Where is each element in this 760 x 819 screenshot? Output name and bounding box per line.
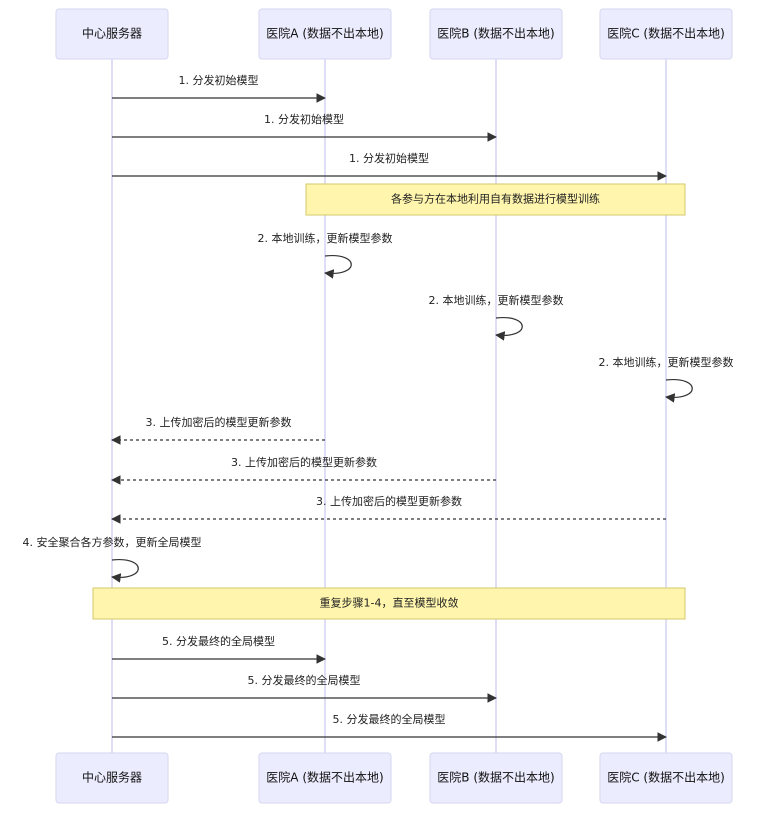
participant-b-bottom: 医院B (数据不出本地) xyxy=(429,752,563,804)
participant-box xyxy=(429,752,563,804)
messages: 1. 分发初始模型 1. 分发初始模型 1. 分发初始模型各参与方在本地利用自有数据… xyxy=(23,73,734,742)
participant-box xyxy=(599,752,733,804)
message-label: 2. 本地训练，更新模型参数 xyxy=(599,355,734,369)
message: 5. 分发最终的全局模型 xyxy=(112,634,326,664)
message: 2. 本地训练，更新模型参数 xyxy=(258,231,393,279)
participant-a-top: 医院A (数据不出本地) xyxy=(258,8,392,60)
note: 各参与方在本地利用自有数据进行模型训练 xyxy=(305,183,686,216)
self-message-arrow xyxy=(111,559,139,583)
message-label: 1. 分发初始模型 xyxy=(179,73,259,87)
participant-label: 医院B (数据不出本地) xyxy=(437,26,554,41)
message-label: 4. 安全聚合各方参数，更新全局模型 xyxy=(23,535,202,549)
participant-label: 医院A (数据不出本地) xyxy=(266,770,383,785)
message: 4. 安全聚合各方参数，更新全局模型 xyxy=(23,535,202,583)
message-label: 1. 分发初始模型 xyxy=(264,112,344,126)
participant-label: 医院C (数据不出本地) xyxy=(607,770,725,785)
note-box xyxy=(305,183,686,216)
participant-label: 中心服务器 xyxy=(82,26,142,41)
message-label: 3. 上传加密后的模型更新参数 xyxy=(231,455,377,469)
participant-a-bottom: 医院A (数据不出本地) xyxy=(258,752,392,804)
message-label: 3. 上传加密后的模型更新参数 xyxy=(146,415,292,429)
message: 1. 分发初始模型 xyxy=(112,112,497,142)
self-message-arrow xyxy=(324,255,352,279)
message: 5. 分发最终的全局模型 xyxy=(112,673,497,703)
participant-box xyxy=(258,8,392,60)
participant-box xyxy=(55,752,169,804)
message: 2. 本地训练，更新模型参数 xyxy=(429,293,564,341)
participant-c-bottom: 医院C (数据不出本地) xyxy=(599,752,733,804)
participant-server-bottom: 中心服务器 xyxy=(55,752,169,804)
message: 2. 本地训练，更新模型参数 xyxy=(599,355,734,403)
note-box xyxy=(92,587,686,620)
message: 1. 分发初始模型 xyxy=(112,73,326,103)
note-text: 重复步骤1-4，直至模型收敛 xyxy=(320,596,459,610)
message: 1. 分发初始模型 xyxy=(112,151,667,181)
message-label: 3. 上传加密后的模型更新参数 xyxy=(316,494,462,508)
participant-b-top: 医院B (数据不出本地) xyxy=(429,8,563,60)
self-message-arrow xyxy=(495,317,523,341)
participant-label: 医院C (数据不出本地) xyxy=(607,26,725,41)
note: 重复步骤1-4，直至模型收敛 xyxy=(92,587,686,620)
participant-server-top: 中心服务器 xyxy=(55,8,169,60)
note-text: 各参与方在本地利用自有数据进行模型训练 xyxy=(391,192,600,206)
participant-box xyxy=(429,8,563,60)
message-label: 5. 分发最终的全局模型 xyxy=(333,712,446,726)
message-label: 2. 本地训练，更新模型参数 xyxy=(258,231,393,245)
participant-label: 中心服务器 xyxy=(82,770,142,785)
message: 3. 上传加密后的模型更新参数 xyxy=(111,455,496,485)
participant-label: 医院B (数据不出本地) xyxy=(437,770,554,785)
message: 3. 上传加密后的模型更新参数 xyxy=(111,415,325,445)
participant-box xyxy=(55,8,169,60)
participant-box xyxy=(258,752,392,804)
self-message-arrow xyxy=(665,379,693,403)
participant-c-top: 医院C (数据不出本地) xyxy=(599,8,733,60)
message: 5. 分发最终的全局模型 xyxy=(112,712,667,742)
message-label: 5. 分发最终的全局模型 xyxy=(162,634,275,648)
message-label: 2. 本地训练，更新模型参数 xyxy=(429,293,564,307)
participant-box xyxy=(599,8,733,60)
message-label: 1. 分发初始模型 xyxy=(349,151,429,165)
message-label: 5. 分发最终的全局模型 xyxy=(248,673,361,687)
participant-label: 医院A (数据不出本地) xyxy=(266,26,383,41)
message: 3. 上传加密后的模型更新参数 xyxy=(111,494,666,524)
